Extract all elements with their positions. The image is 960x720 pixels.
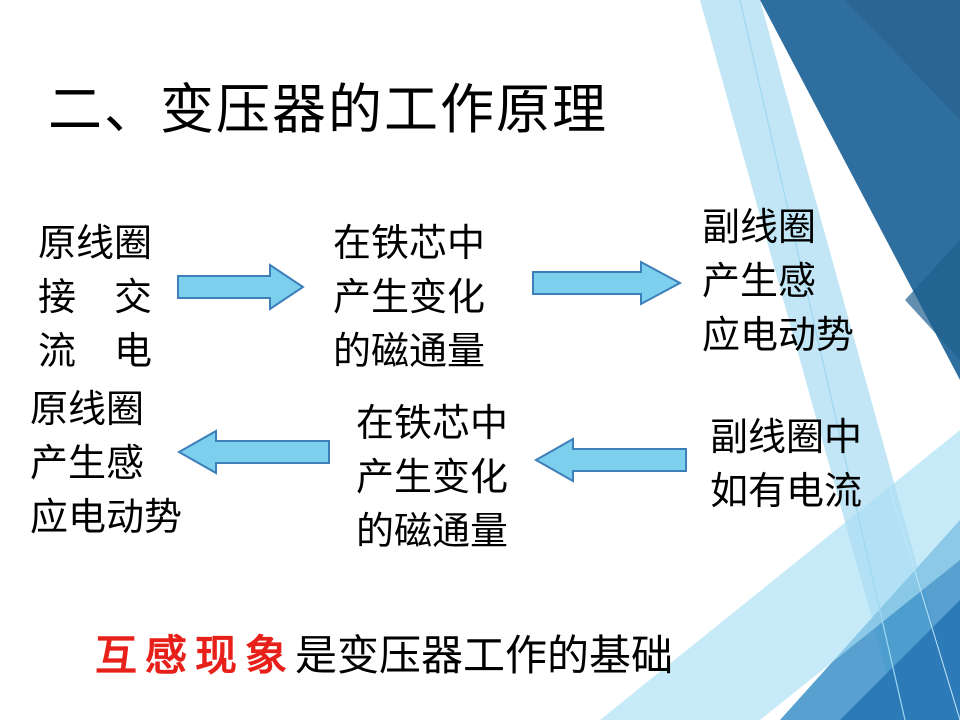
left-arrow-2 [533,437,687,483]
row2-left-text: 原线圈 产生感 应电动势 [30,382,182,544]
row2-middle-line: 在铁芯中 [356,401,509,445]
footer-statement: 互感现象是变压器工作的基础 [95,628,673,684]
row2-middle-line: 产生变化 [356,455,509,499]
row2-right-line: 如有电流 [710,469,863,513]
slide-title: 二、变压器的工作原理 [48,78,608,141]
row2-middle-line: 的磁通量 [356,509,509,553]
row2-middle-text: 在铁芯中 产生变化 的磁通量 [356,396,508,558]
row1-middle-text: 在铁芯中 产生变化 的磁通量 [333,216,485,378]
row2-left-line: 应电动势 [30,495,183,539]
right-arrow-2 [532,260,683,306]
row1-right-text: 副线圈 产生感 应电动势 [702,200,854,362]
footer-rest: 是变压器工作的基础 [295,631,674,680]
row1-right-line: 应电动势 [702,313,855,357]
right-arrow-1 [177,263,305,311]
row1-middle-line: 产生变化 [333,275,486,319]
row1-right-line: 产生感 [702,259,817,303]
left-arrow-1 [176,429,330,475]
row2-left-line: 产生感 [30,441,145,485]
row2-left-line: 原线圈 [30,387,145,431]
row1-middle-line: 的磁通量 [333,329,486,373]
row1-left-line: 原线圈 [38,221,153,265]
row2-right-line: 副线圈中 [710,415,863,459]
row1-left-line: 接 交 [38,275,153,319]
row2-right-text: 副线圈中 如有电流 [710,410,862,518]
row1-right-line: 副线圈 [702,205,817,249]
row1-left-line: 流 电 [38,329,153,373]
highlight-term: 互感现象 [95,631,296,680]
row1-middle-line: 在铁芯中 [333,221,486,265]
row1-left-text: 原线圈 接 交 流 电 [38,216,152,378]
